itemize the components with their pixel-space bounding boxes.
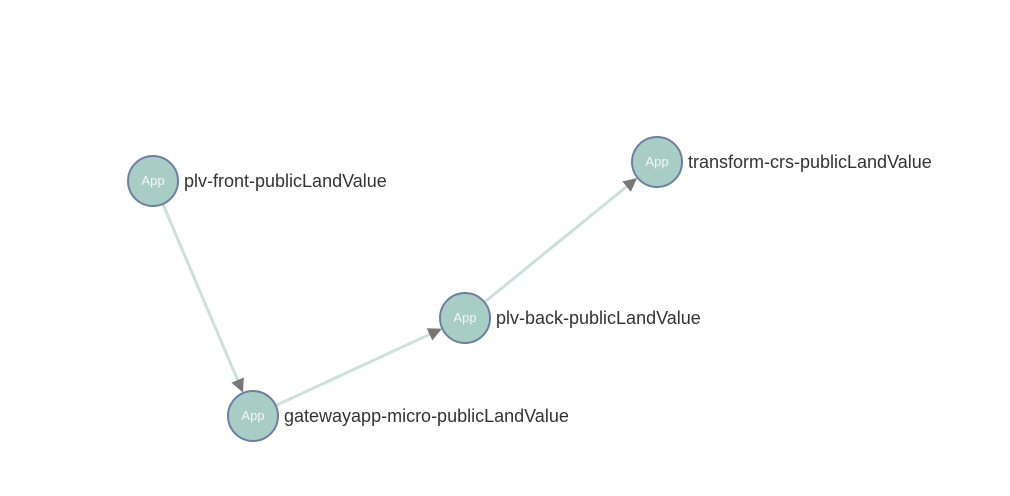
node-circle[interactable] xyxy=(127,155,179,207)
node-name-label: gatewayapp-micro-publicLandValue xyxy=(284,406,569,426)
node-name-label: plv-back-publicLandValue xyxy=(496,308,701,328)
node-circle[interactable] xyxy=(227,390,279,442)
edge-plv-front-to-gatewayapp-micro xyxy=(161,204,244,393)
edge-gatewayapp-micro-to-plv-back xyxy=(275,327,442,407)
node-circle[interactable] xyxy=(631,136,683,188)
node-name-label: transform-crs-publicLandValue xyxy=(688,152,932,172)
edges-layer xyxy=(161,177,638,407)
node-name-label: plv-front-publicLandValue xyxy=(184,171,387,191)
node-circle[interactable] xyxy=(439,292,491,344)
edge-plv-back-to-transform-crs xyxy=(484,177,638,303)
